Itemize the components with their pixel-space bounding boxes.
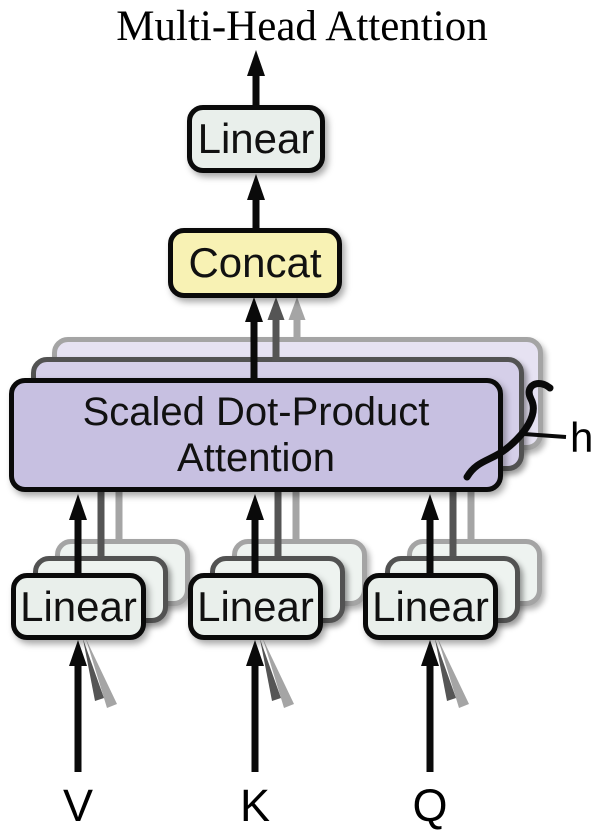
attention-to-concat-arrow-head xyxy=(245,297,263,322)
output-linear-label: Linear xyxy=(197,115,315,162)
concat-box: Concat xyxy=(168,228,342,298)
concat-to-linear-arrow-head xyxy=(247,174,265,200)
ghost-concat-arrows xyxy=(267,297,306,361)
concat-arrow-light-head xyxy=(288,297,306,320)
input-v-arrow-head xyxy=(69,640,87,666)
linear-to-attention-arrows xyxy=(69,494,439,575)
linear-v-label: Linear xyxy=(20,582,137,630)
input-v-label: V xyxy=(62,780,93,831)
input-q-label: Q xyxy=(412,780,448,831)
fan-v-light xyxy=(86,639,117,708)
scaled-dot-product-attention-box: Scaled Dot-Product Attention xyxy=(9,378,503,492)
input-k-arrow-head xyxy=(246,640,264,666)
input-k-label: K xyxy=(239,780,270,831)
output-linear-box: Linear xyxy=(187,105,325,173)
fan-q-dark xyxy=(435,639,456,701)
concat-arrow-dark-head xyxy=(267,297,285,320)
ghost-input-fans xyxy=(83,639,469,708)
arrow-q-linear-to-attention-head xyxy=(421,494,439,520)
ghost-riser-lines xyxy=(97,492,475,556)
fan-k-dark xyxy=(260,639,281,701)
input-q-arrow-head xyxy=(421,640,439,666)
linear-k-label: Linear xyxy=(197,582,314,630)
fan-v-dark xyxy=(83,639,104,701)
linear-q-box: Linear xyxy=(363,573,498,640)
attention-label-line2: Attention xyxy=(177,436,335,480)
concat-label: Concat xyxy=(188,239,322,286)
attention-label-line1: Scaled Dot-Product xyxy=(82,390,430,434)
head-count-brace-stroke xyxy=(463,380,554,481)
diagram-title: Multi-Head Attention xyxy=(116,3,488,50)
linear-v-box: Linear xyxy=(11,573,146,640)
output-arrow-head xyxy=(247,50,265,76)
fan-k-light xyxy=(263,639,294,708)
fan-q-light xyxy=(438,639,469,708)
arrow-k-linear-to-attention-head xyxy=(246,494,264,520)
head-count-leader-line xyxy=(523,432,567,439)
head-count-label: h xyxy=(570,414,594,461)
arrow-v-linear-to-attention-head xyxy=(69,494,87,520)
linear-k-box: Linear xyxy=(188,573,323,640)
linear-q-label: Linear xyxy=(372,582,489,630)
